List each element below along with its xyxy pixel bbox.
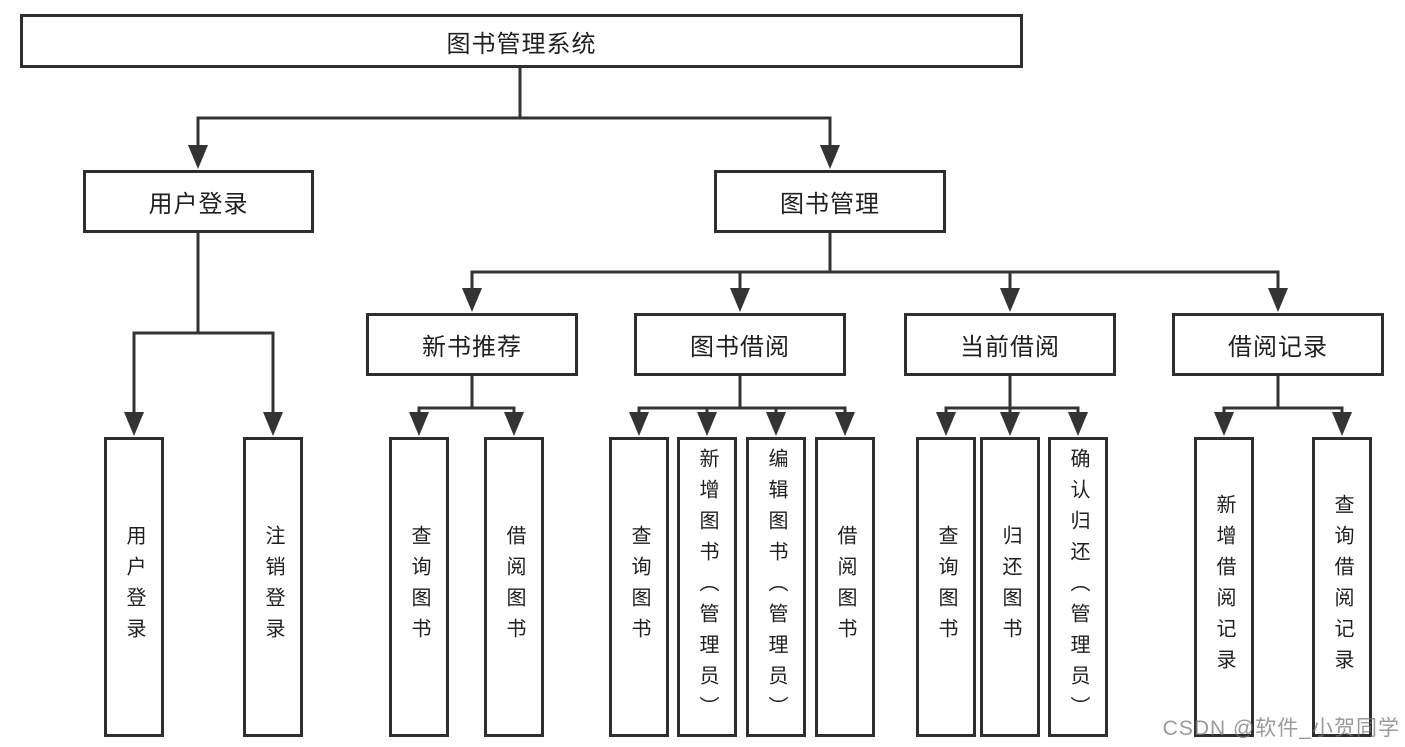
leaf-current-confirm-return: 确认归还（管理员） [1048,437,1108,737]
leaf-borrow-add-label: 新增图书（管理员） [696,447,718,727]
leaf-current-query: 查询图书 [916,437,976,737]
node-current-borrow: 当前借阅 [904,313,1116,376]
node-book-borrow-label: 图书借阅 [690,334,790,361]
node-borrow-records: 借阅记录 [1172,313,1384,376]
arrowheads [124,145,1352,436]
node-borrow-records-label: 借阅记录 [1228,334,1328,361]
leaf-records-query: 查询借阅记录 [1312,437,1372,737]
node-root-label: 图书管理系统 [446,30,597,58]
node-book-management-label: 图书管理 [780,191,880,218]
node-root: 图书管理系统 [20,14,1023,68]
leaf-borrow-borrow: 借阅图书 [815,437,875,737]
leaf-current-return-label: 归还图书 [999,525,1021,649]
leaf-newbook-borrow: 借阅图书 [484,437,544,737]
watermark: CSDN @软件_小贺同学 [1162,717,1400,740]
leaf-user-login: 用户登录 [104,437,164,737]
leaf-current-return: 归还图书 [980,437,1040,737]
leaf-logout-label: 注销登录 [262,525,284,649]
leaf-records-add: 新增借阅记录 [1194,437,1254,737]
leaf-records-add-label: 新增借阅记录 [1213,494,1235,680]
node-new-book-recommend: 新书推荐 [366,313,578,376]
node-user-login-label: 用户登录 [148,191,249,218]
leaf-newbook-borrow-label: 借阅图书 [503,525,525,649]
leaf-current-query-label: 查询图书 [935,525,957,649]
node-current-borrow-label: 当前借阅 [960,334,1060,361]
leaf-borrow-edit-label: 编辑图书（管理员） [765,447,787,727]
leaf-current-confirm-return-label: 确认归还（管理员） [1067,447,1089,727]
node-user-login: 用户登录 [83,170,314,233]
leaf-borrow-add: 新增图书（管理员） [677,437,737,737]
leaf-borrow-edit: 编辑图书（管理员） [746,437,806,737]
leaf-newbook-query: 查询图书 [389,437,449,737]
leaf-user-login-label: 用户登录 [123,525,145,649]
leaf-borrow-query: 查询图书 [609,437,669,737]
node-book-management: 图书管理 [714,170,946,233]
leaf-borrow-query-label: 查询图书 [628,525,650,649]
leaf-newbook-query-label: 查询图书 [408,525,430,649]
leaf-borrow-borrow-label: 借阅图书 [834,525,856,649]
leaf-logout: 注销登录 [243,437,303,737]
node-new-book-recommend-label: 新书推荐 [422,334,522,361]
node-book-borrow: 图书借阅 [634,313,846,376]
leaf-records-query-label: 查询借阅记录 [1331,494,1353,680]
